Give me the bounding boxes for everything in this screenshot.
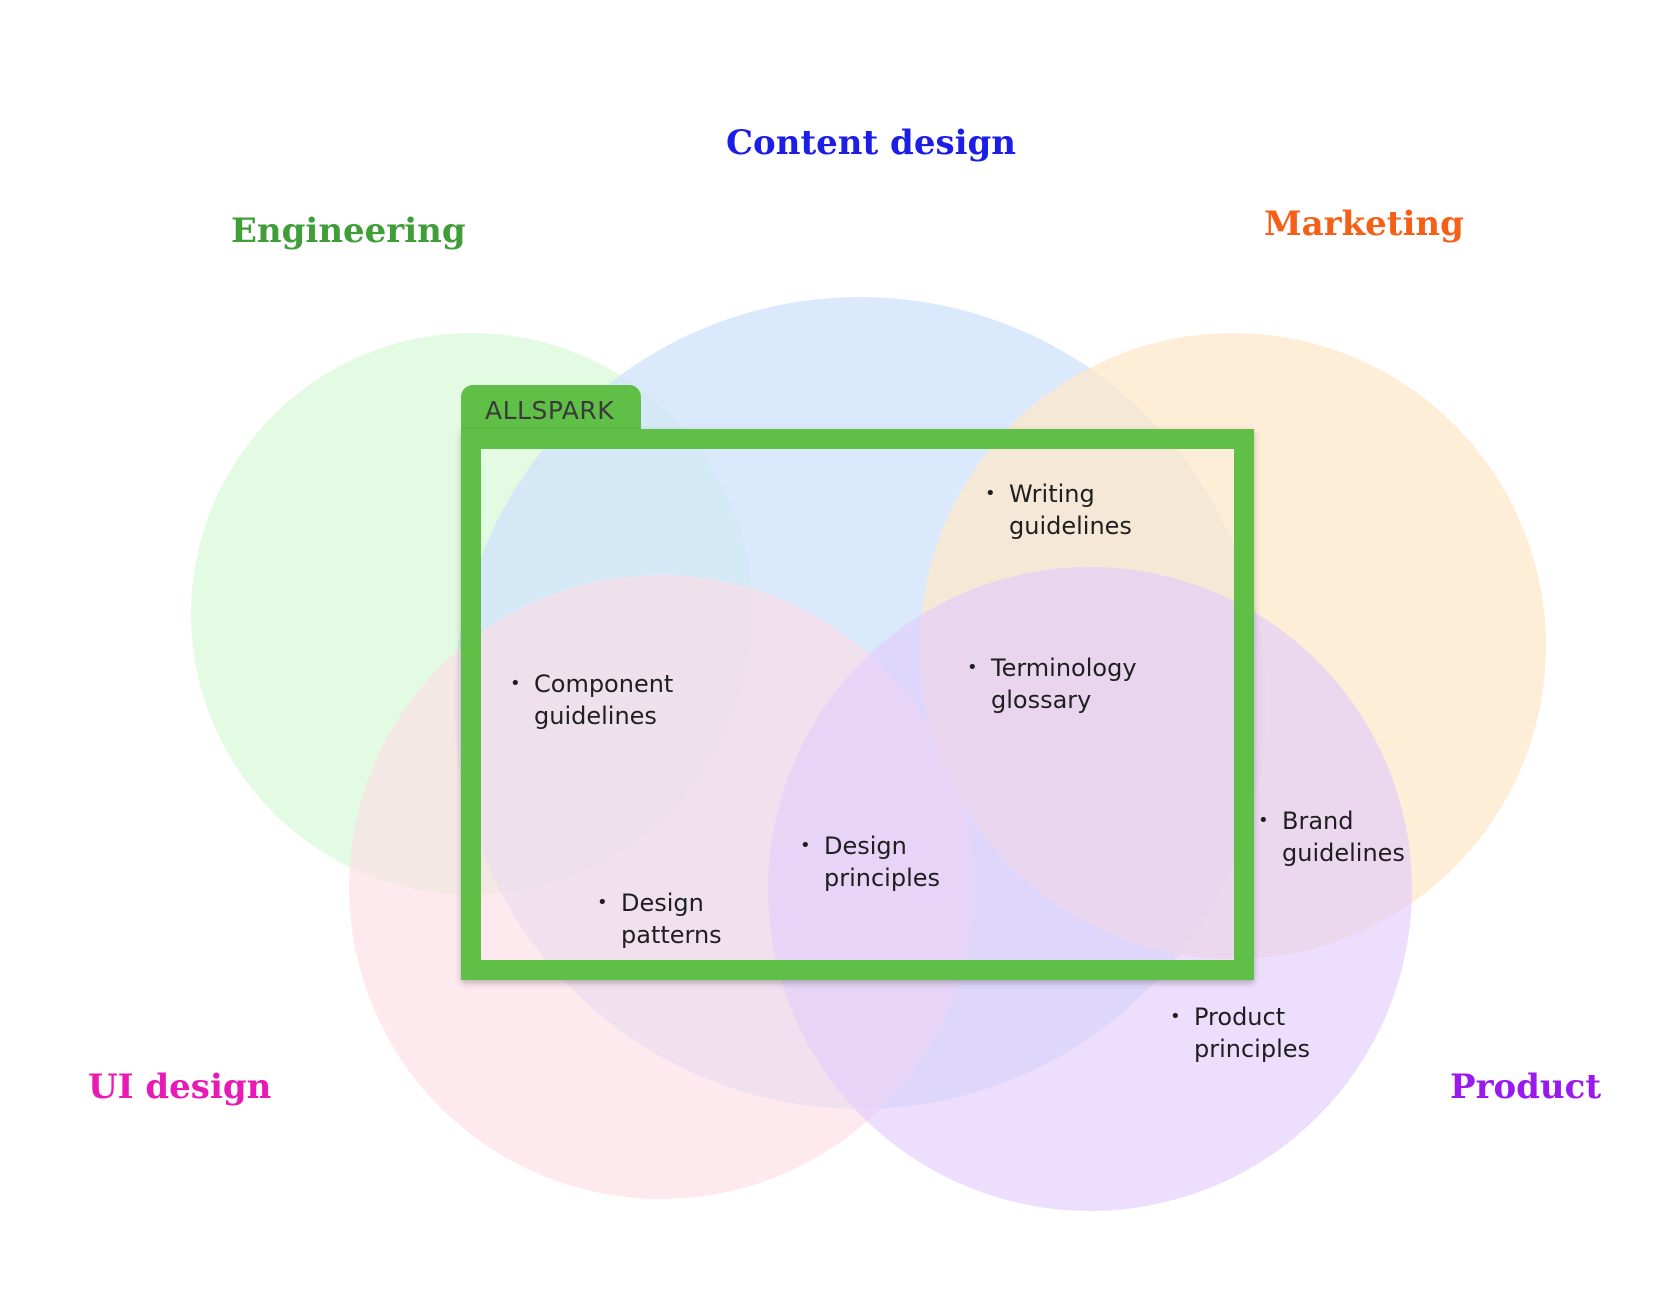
item-line: Brand bbox=[1282, 807, 1354, 835]
content-design-title: Content design bbox=[726, 123, 1017, 163]
item-line: Product bbox=[1194, 1003, 1286, 1031]
item-line: guidelines bbox=[534, 702, 657, 730]
marketing-title: Marketing bbox=[1264, 204, 1464, 244]
item-line: Design bbox=[824, 832, 907, 860]
ui-design-title: UI design bbox=[88, 1067, 272, 1107]
item-line: Terminology bbox=[991, 654, 1137, 682]
product-title: Product bbox=[1450, 1067, 1602, 1107]
item-line: patterns bbox=[621, 921, 722, 949]
engineering-title: Engineering bbox=[231, 211, 466, 251]
item-line: principles bbox=[824, 864, 941, 892]
item-design-patterns: Design patterns bbox=[597, 887, 722, 951]
item-product-principles: Product principles bbox=[1170, 1001, 1310, 1065]
item-line: glossary bbox=[991, 686, 1092, 714]
item-design-principles: Design principles bbox=[800, 830, 940, 894]
item-line: Component bbox=[534, 670, 674, 698]
item-line: principles bbox=[1194, 1035, 1311, 1063]
item-line: guidelines bbox=[1282, 839, 1405, 867]
item-terminology-glossary: Terminology glossary bbox=[967, 652, 1137, 716]
allspark-frame[interactable] bbox=[461, 429, 1254, 980]
item-brand-guidelines: Brand guidelines bbox=[1258, 805, 1405, 869]
item-writing-guidelines: Writing guidelines bbox=[985, 478, 1132, 542]
allspark-frame-tab[interactable] bbox=[461, 385, 641, 433]
item-line: Writing bbox=[1009, 480, 1095, 508]
item-line: Design bbox=[621, 889, 704, 917]
allspark-frame-label: ALLSPARK bbox=[485, 396, 615, 425]
item-line: guidelines bbox=[1009, 512, 1132, 540]
item-component-guidelines: Component guidelines bbox=[510, 668, 673, 732]
